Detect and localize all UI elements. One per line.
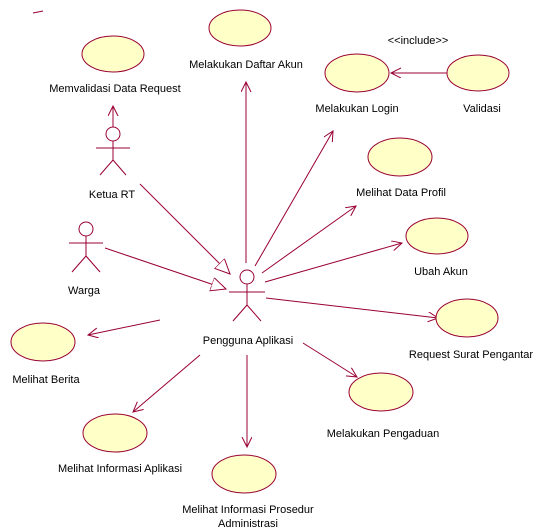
label-pengaduan: Melakukan Pengaduan (327, 428, 440, 440)
label-daftar-akun: Melakukan Daftar Akun (189, 59, 303, 71)
label-berita: Melihat Berita (12, 374, 80, 386)
generalization-warga (104, 247, 226, 289)
relationships (88, 73, 448, 447)
assoc-berita (88, 319, 161, 335)
usecase-daftar-akun[interactable] (208, 9, 272, 47)
usecase-prosedur[interactable] (211, 454, 277, 494)
actor-ketua-rt-figure[interactable] (96, 126, 130, 176)
label-prosedur-1: Melihat Informasi Prosedur (182, 504, 314, 516)
usecase-request-surat[interactable] (435, 298, 499, 338)
assoc-info-aplikasi (133, 354, 201, 412)
label-info-aplikasi: Melihat Informasi Aplikasi (58, 463, 182, 475)
assoc-pengaduan (302, 342, 357, 377)
usecase-info-aplikasi[interactable] (82, 413, 148, 453)
label-memvalidasi: Memvalidasi Data Request (49, 83, 180, 95)
assoc-data-profil (261, 206, 356, 274)
label-ketua-rt: Ketua RT (89, 189, 136, 201)
use-cases (10, 9, 510, 494)
assoc-ubah-akun (264, 243, 402, 283)
label-request-surat: Request Surat Pengantar (409, 349, 533, 361)
label-validasi: Validasi (463, 103, 501, 115)
usecase-ubah-akun[interactable] (405, 217, 469, 255)
assoc-request-surat (265, 297, 438, 318)
actor-warga-figure[interactable] (69, 221, 103, 273)
actor-pengguna-figure[interactable] (229, 269, 265, 322)
stray-mark (32, 10, 44, 14)
usecase-berita[interactable] (10, 322, 76, 362)
assoc-login (254, 131, 333, 267)
usecase-data-profil[interactable] (367, 137, 433, 177)
label-pengguna: Pengguna Aplikasi (203, 335, 294, 347)
label-warga: Warga (68, 285, 101, 297)
usecase-memvalidasi[interactable] (81, 35, 145, 73)
labels: Memvalidasi Data Request Melakukan Dafta… (12, 35, 533, 530)
usecase-login[interactable] (324, 53, 390, 93)
label-prosedur-2: Administrasi (218, 518, 278, 530)
label-login: Melakukan Login (315, 103, 398, 115)
label-ubah-akun: Ubah Akun (414, 266, 468, 278)
usecase-pengaduan[interactable] (348, 372, 414, 412)
usecase-validasi[interactable] (446, 54, 510, 92)
generalization-ketua-rt (139, 183, 230, 274)
label-include: <<include>> (388, 35, 449, 47)
label-data-profil: Melihat Data Profil (356, 187, 446, 199)
